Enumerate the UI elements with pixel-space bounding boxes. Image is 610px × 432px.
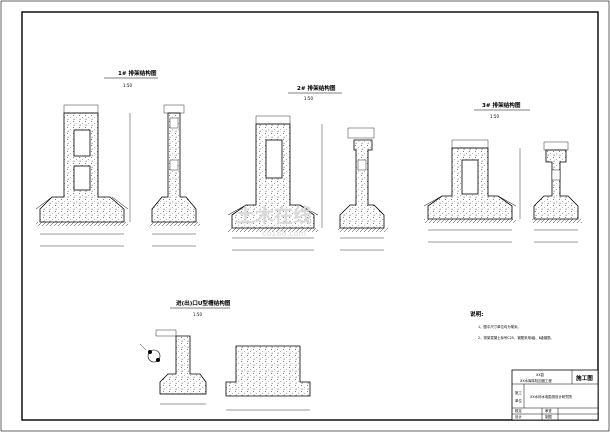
u-pier-section <box>159 335 207 395</box>
frame3-drawing: 3# 排架结构图 1:50 <box>423 101 582 243</box>
notes-heading: 说明: <box>470 310 483 318</box>
inner-border <box>21 11 599 421</box>
tb-project-top: XX县 <box>536 372 545 377</box>
tb-unit-1: 施工 <box>515 390 522 395</box>
tb-check: 核定 <box>515 408 522 413</box>
tb-stage: 施工图 <box>576 374 593 382</box>
tb-unit-2: 单位 <box>515 398 522 403</box>
frame2-side-elevation <box>339 139 385 229</box>
frame1-drawing: 1# 排架结构图 1:50 <box>35 69 200 247</box>
frame1-title: 1# 排架结构图 <box>118 69 157 77</box>
note-1: 1、图中尺寸单位均为毫米。 <box>478 324 521 329</box>
tb-draw: 制图 <box>545 414 552 419</box>
watermark-text: 土木在线 <box>236 204 312 227</box>
note-2: 2、排架混凝土标号C25，钢筋采用Ⅰ级、Ⅱ级钢筋。 <box>478 335 554 340</box>
tb-project-name: XX水库除险加固工程 <box>520 378 552 383</box>
tb-company: XX水利水电勘测设计研究院 <box>530 394 573 399</box>
frame2-title: 2# 排架结构图 <box>297 84 336 92</box>
u-pier-longitudinal <box>225 345 311 397</box>
u-pier-title: 进(出)口U型槽结构图 <box>176 299 231 307</box>
u-pier-drawing: 进(出)口U型槽结构图 1:50 <box>139 299 311 411</box>
u-pier-scale: 1:50 <box>193 312 202 317</box>
tb-review: 审查 <box>545 408 552 413</box>
tb-design: 设计 <box>515 414 522 419</box>
watermark-sub: co188.com <box>262 229 306 238</box>
frame1-scale: 1:50 <box>123 83 132 88</box>
frame2-scale: 1:50 <box>304 96 313 101</box>
frame3-scale: 1:50 <box>490 114 499 119</box>
frame3-title: 3# 排架结构图 <box>482 101 521 109</box>
frame3-side-elevation <box>533 149 579 220</box>
notes: 说明: 1、图中尺寸单位均为毫米。 2、排架混凝土标号C25，钢筋采用Ⅰ级、Ⅱ级… <box>470 310 554 340</box>
frame2-drawing: 2# 排架结构图 1:50 <box>227 84 388 251</box>
watermark: 土木在线 co188.com <box>236 204 312 238</box>
title-block: XX县 XX水库除险加固工程 施工图 施工 单位 XX水利水电勘测设计研究院 核… <box>511 369 599 421</box>
